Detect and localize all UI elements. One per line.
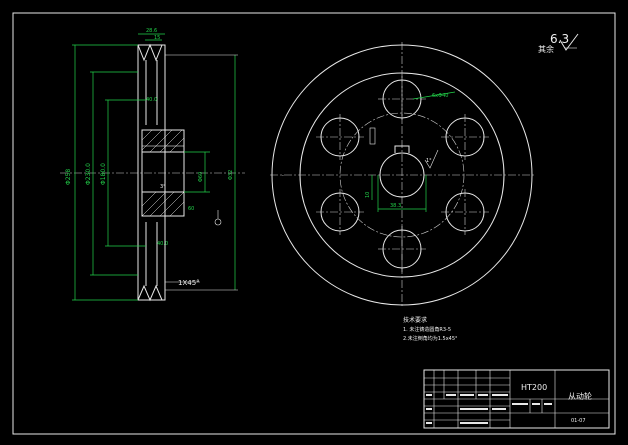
label-top-pitch: 15	[154, 35, 160, 41]
front-roughness-mark	[424, 149, 439, 169]
bottom-grooves	[137, 284, 163, 302]
label-axis-mark: -	[282, 173, 284, 179]
notes-line-2: 2.未注倒角均为1.5x45°	[403, 335, 458, 342]
label-d-groove: Φ230.0	[85, 163, 92, 185]
label-mid-mark: 3°	[160, 184, 166, 190]
hub-hatching	[141, 129, 185, 217]
front-view	[270, 42, 534, 308]
drawing-frame	[12, 12, 616, 435]
label-angle-mark: 1°	[426, 158, 432, 164]
label-bottom-len: 40.0	[157, 241, 168, 247]
title-drawing-no: 01-07	[571, 418, 586, 424]
keyway	[141, 145, 185, 153]
center-bore	[379, 152, 425, 198]
label-key-width: 38.3	[390, 203, 401, 209]
label-hole: 6xΦ40	[432, 93, 448, 99]
surface-roughness-symbol	[559, 33, 579, 51]
notes-title: 技术要求	[403, 316, 427, 324]
datum-symbol	[214, 218, 222, 226]
notes-line-1: 1. 未注铸造圆角R3-5	[403, 326, 451, 333]
hub-outline	[141, 129, 185, 217]
label-d-outer: Φ258	[65, 169, 72, 185]
label-hub-len: 40.0	[146, 97, 157, 103]
hole-dim-leader	[412, 91, 456, 100]
label-chamfer: 1X45°	[178, 279, 200, 287]
label-d-shaft: Φ32	[228, 170, 234, 180]
roughness-value: 6.3	[550, 32, 569, 46]
label-key-mark: 60	[188, 206, 194, 212]
lightening-holes	[316, 76, 489, 272]
web-contour	[145, 60, 158, 286]
top-grooves	[137, 43, 163, 62]
label-d-hub: Φ180.0	[100, 163, 107, 185]
side-view	[60, 33, 245, 302]
label-top-width: 28.6	[146, 28, 157, 34]
roughness-label: 其余	[538, 44, 554, 54]
rim-outline	[137, 44, 166, 301]
section-symbol	[369, 127, 376, 145]
bore-keyway	[394, 145, 410, 153]
title-block	[423, 369, 610, 429]
title-material: HT200	[521, 383, 547, 392]
title-part-name: 从动轮	[568, 391, 592, 401]
label-key-depth: 10	[365, 192, 371, 198]
label-d-bore-big: Φ60	[198, 172, 204, 182]
